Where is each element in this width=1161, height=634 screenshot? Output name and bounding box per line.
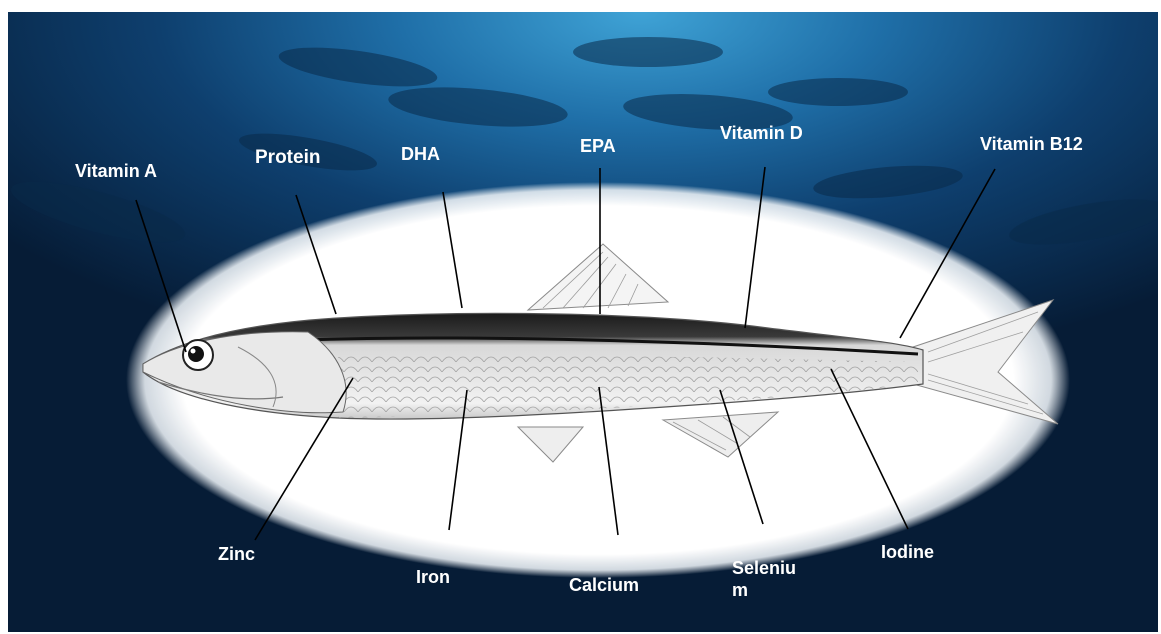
label-iron: Iron (416, 567, 450, 589)
label-selenium: Seleniu m (732, 558, 810, 601)
label-protein: Protein (255, 147, 320, 170)
label-dha: DHA (401, 144, 440, 166)
fish-diagram (8, 12, 1158, 632)
label-epa: EPA (580, 136, 616, 158)
label-calcium: Calcium (569, 575, 639, 597)
label-zinc: Zinc (218, 544, 255, 566)
label-vitamin-d: Vitamin D (720, 123, 803, 145)
label-vitamin-a: Vitamin A (75, 161, 157, 183)
label-vitamin-b12: Vitamin B12 (980, 134, 1083, 156)
label-iodine: Iodine (881, 542, 934, 564)
underwater-background: Vitamin A Protein DHA EPA Vitamin D Vita… (8, 12, 1158, 632)
